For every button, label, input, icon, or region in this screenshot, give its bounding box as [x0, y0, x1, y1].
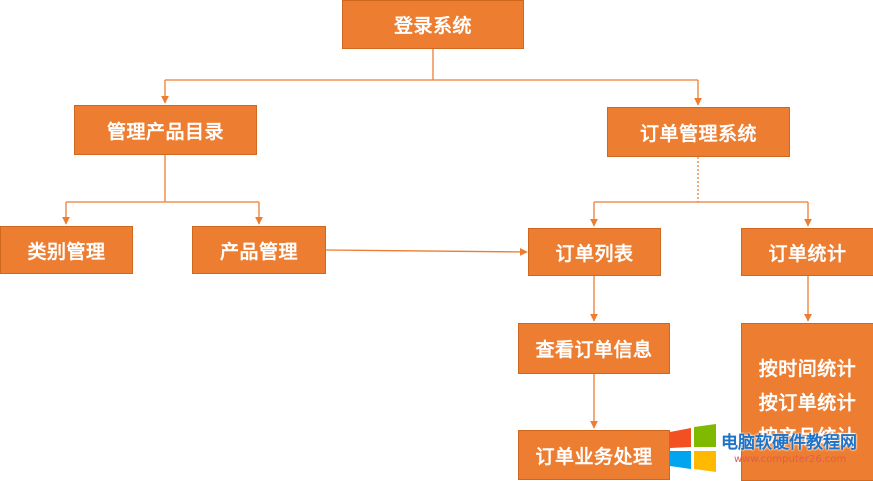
- node-category-management: 类别管理: [0, 226, 133, 274]
- node-order-business: 订单业务处理: [518, 430, 670, 480]
- watermark: 电脑软硬件教程网 www.computer26.com: [668, 424, 873, 476]
- statistics-item-by-time: 按时间统计: [758, 358, 857, 380]
- statistics-item-by-product: 按产品统计: [758, 426, 857, 448]
- windows-logo-icon: [670, 424, 716, 472]
- node-login-system: 登录系统: [342, 0, 524, 49]
- watermark-text: 电脑软硬件教程网: [721, 433, 857, 453]
- node-view-order-info: 查看订单信息: [518, 323, 670, 374]
- watermark-url: www.computer26.com: [734, 454, 847, 465]
- node-order-statistics: 订单统计: [741, 228, 873, 276]
- statistics-item-by-order: 按订单统计: [758, 392, 857, 414]
- node-order-list: 订单列表: [528, 228, 661, 276]
- node-statistics-list: 按时间统计 按订单统计 按产品统计: [741, 323, 873, 481]
- node-order-management: 订单管理系统: [607, 107, 790, 157]
- node-product-catalog: 管理产品目录: [74, 105, 257, 155]
- node-product-management: 产品管理: [192, 226, 326, 274]
